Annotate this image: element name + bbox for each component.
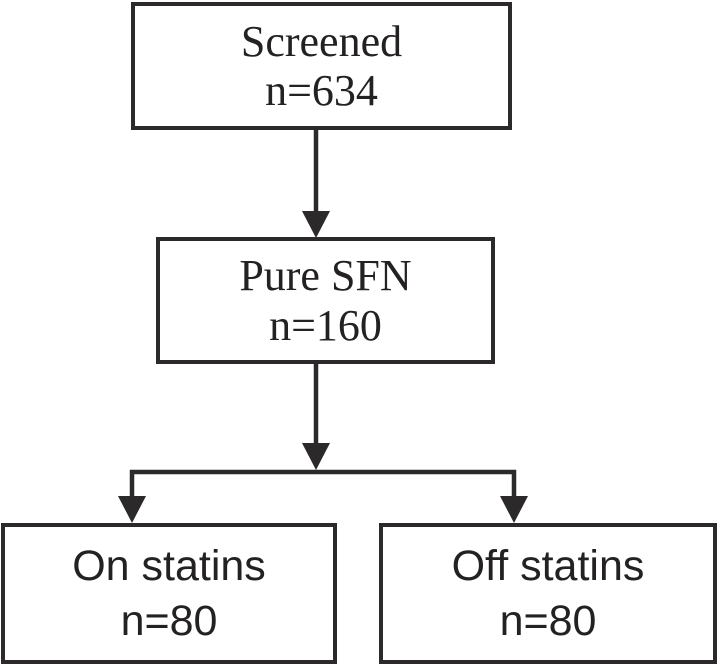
node-off-statins-label: Off statins <box>451 542 645 591</box>
node-off-statins: Off statins n=80 <box>379 523 717 664</box>
node-screened: Screened n=634 <box>131 2 512 130</box>
arrowhead-down-icon <box>500 496 528 523</box>
arrowhead-down-icon <box>302 211 330 238</box>
arrowhead-down-icon <box>302 443 330 470</box>
node-screened-label: Screened <box>240 16 403 66</box>
node-pure-sfn: Pure SFN n=160 <box>156 237 495 364</box>
node-off-statins-count: n=80 <box>499 596 597 645</box>
node-on-statins-label: On statins <box>72 542 266 591</box>
node-pure-sfn-count: n=160 <box>269 300 382 350</box>
branch-connector <box>118 469 528 523</box>
node-pure-sfn-label: Pure SFN <box>239 251 412 301</box>
node-on-statins: On statins n=80 <box>1 523 337 664</box>
arrowhead-down-icon <box>118 496 146 523</box>
node-on-statins-count: n=80 <box>120 596 218 645</box>
arrow-pure-sfn-to-branch <box>302 364 330 470</box>
arrow-screened-to-pure-sfn <box>302 130 330 238</box>
node-screened-count: n=634 <box>265 66 378 115</box>
